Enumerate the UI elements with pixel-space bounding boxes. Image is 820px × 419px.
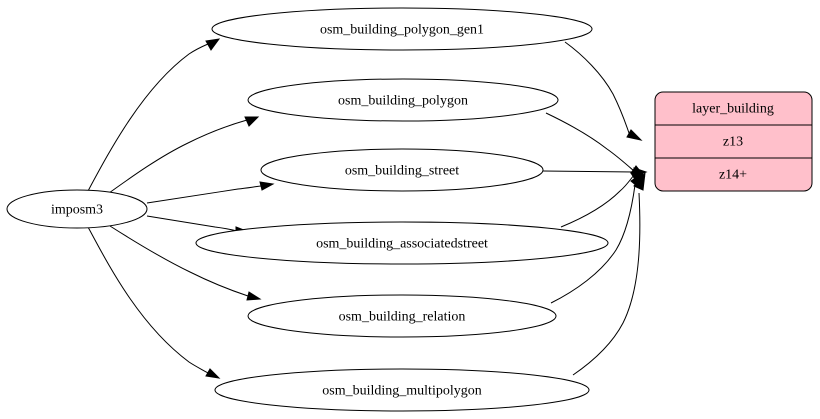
- node-osm-building-street-label: osm_building_street: [345, 164, 459, 179]
- edge-osm-building-multipolygon-to-layer-z14plus: [572, 171, 646, 376]
- edge-osm-building-polygon-to-layer-z14plus: [545, 112, 646, 177]
- edge-imposm3-to-osm-building-relation: [109, 225, 262, 301]
- node-osm-building-polygon[interactable]: osm_building_polygon: [247, 78, 559, 122]
- edge-osm-building-polygon-gen1-to-layer-z13: [564, 41, 643, 141]
- node-osm-building-polygon-shape[interactable]: [247, 78, 559, 122]
- node-osm-building-street[interactable]: osm_building_street: [260, 148, 544, 192]
- node-osm-building-polygon-gen1-shape[interactable]: [211, 7, 593, 51]
- edge-imposm3-to-osm-building-polygon: [108, 116, 260, 194]
- edge-osm-building-street-to-layer-z14plus: [542, 167, 648, 177]
- node-osm-building-multipolygon[interactable]: osm_building_multipolygon: [214, 368, 590, 412]
- node-imposm3-shape[interactable]: [6, 189, 148, 229]
- node-layer-building-row-z13: z13: [723, 135, 743, 150]
- edge-imposm3-to-osm-building-polygon-gen1: [87, 38, 221, 192]
- node-osm-building-multipolygon-label: osm_building_multipolygon: [322, 384, 481, 399]
- edge-imposm3-to-osm-building-street: [146, 181, 275, 204]
- node-imposm3[interactable]: imposm3: [6, 189, 148, 229]
- node-osm-building-multipolygon-shape[interactable]: [214, 368, 590, 412]
- node-osm-building-relation-label: osm_building_relation: [339, 310, 466, 325]
- node-osm-building-relation[interactable]: osm_building_relation: [247, 294, 557, 338]
- node-osm-building-polygon-gen1[interactable]: osm_building_polygon_gen1: [211, 7, 593, 51]
- node-osm-building-associatedstreet[interactable]: osm_building_associatedstreet: [195, 221, 609, 265]
- node-osm-building-relation-shape[interactable]: [247, 294, 557, 338]
- node-osm-building-street-shape[interactable]: [260, 148, 544, 192]
- node-osm-building-associatedstreet-label: osm_building_associatedstreet: [316, 237, 488, 252]
- node-osm-building-polygon-gen1-label: osm_building_polygon_gen1: [320, 23, 484, 38]
- node-layer-building[interactable]: layer_building z13 z14+: [654, 91, 813, 192]
- node-layer-building-title: layer_building: [692, 102, 774, 117]
- node-osm-building-polygon-label: osm_building_polygon: [338, 94, 468, 109]
- edge-group-tables-to-layer: [542, 41, 648, 376]
- node-osm-building-associatedstreet-shape[interactable]: [195, 221, 609, 265]
- node-imposm3-label: imposm3: [51, 203, 103, 218]
- edge-imposm3-to-osm-building-multipolygon: [87, 226, 221, 379]
- node-layer-building-shape[interactable]: [654, 91, 813, 192]
- node-layer-building-row-z14plus: z14+: [719, 168, 747, 183]
